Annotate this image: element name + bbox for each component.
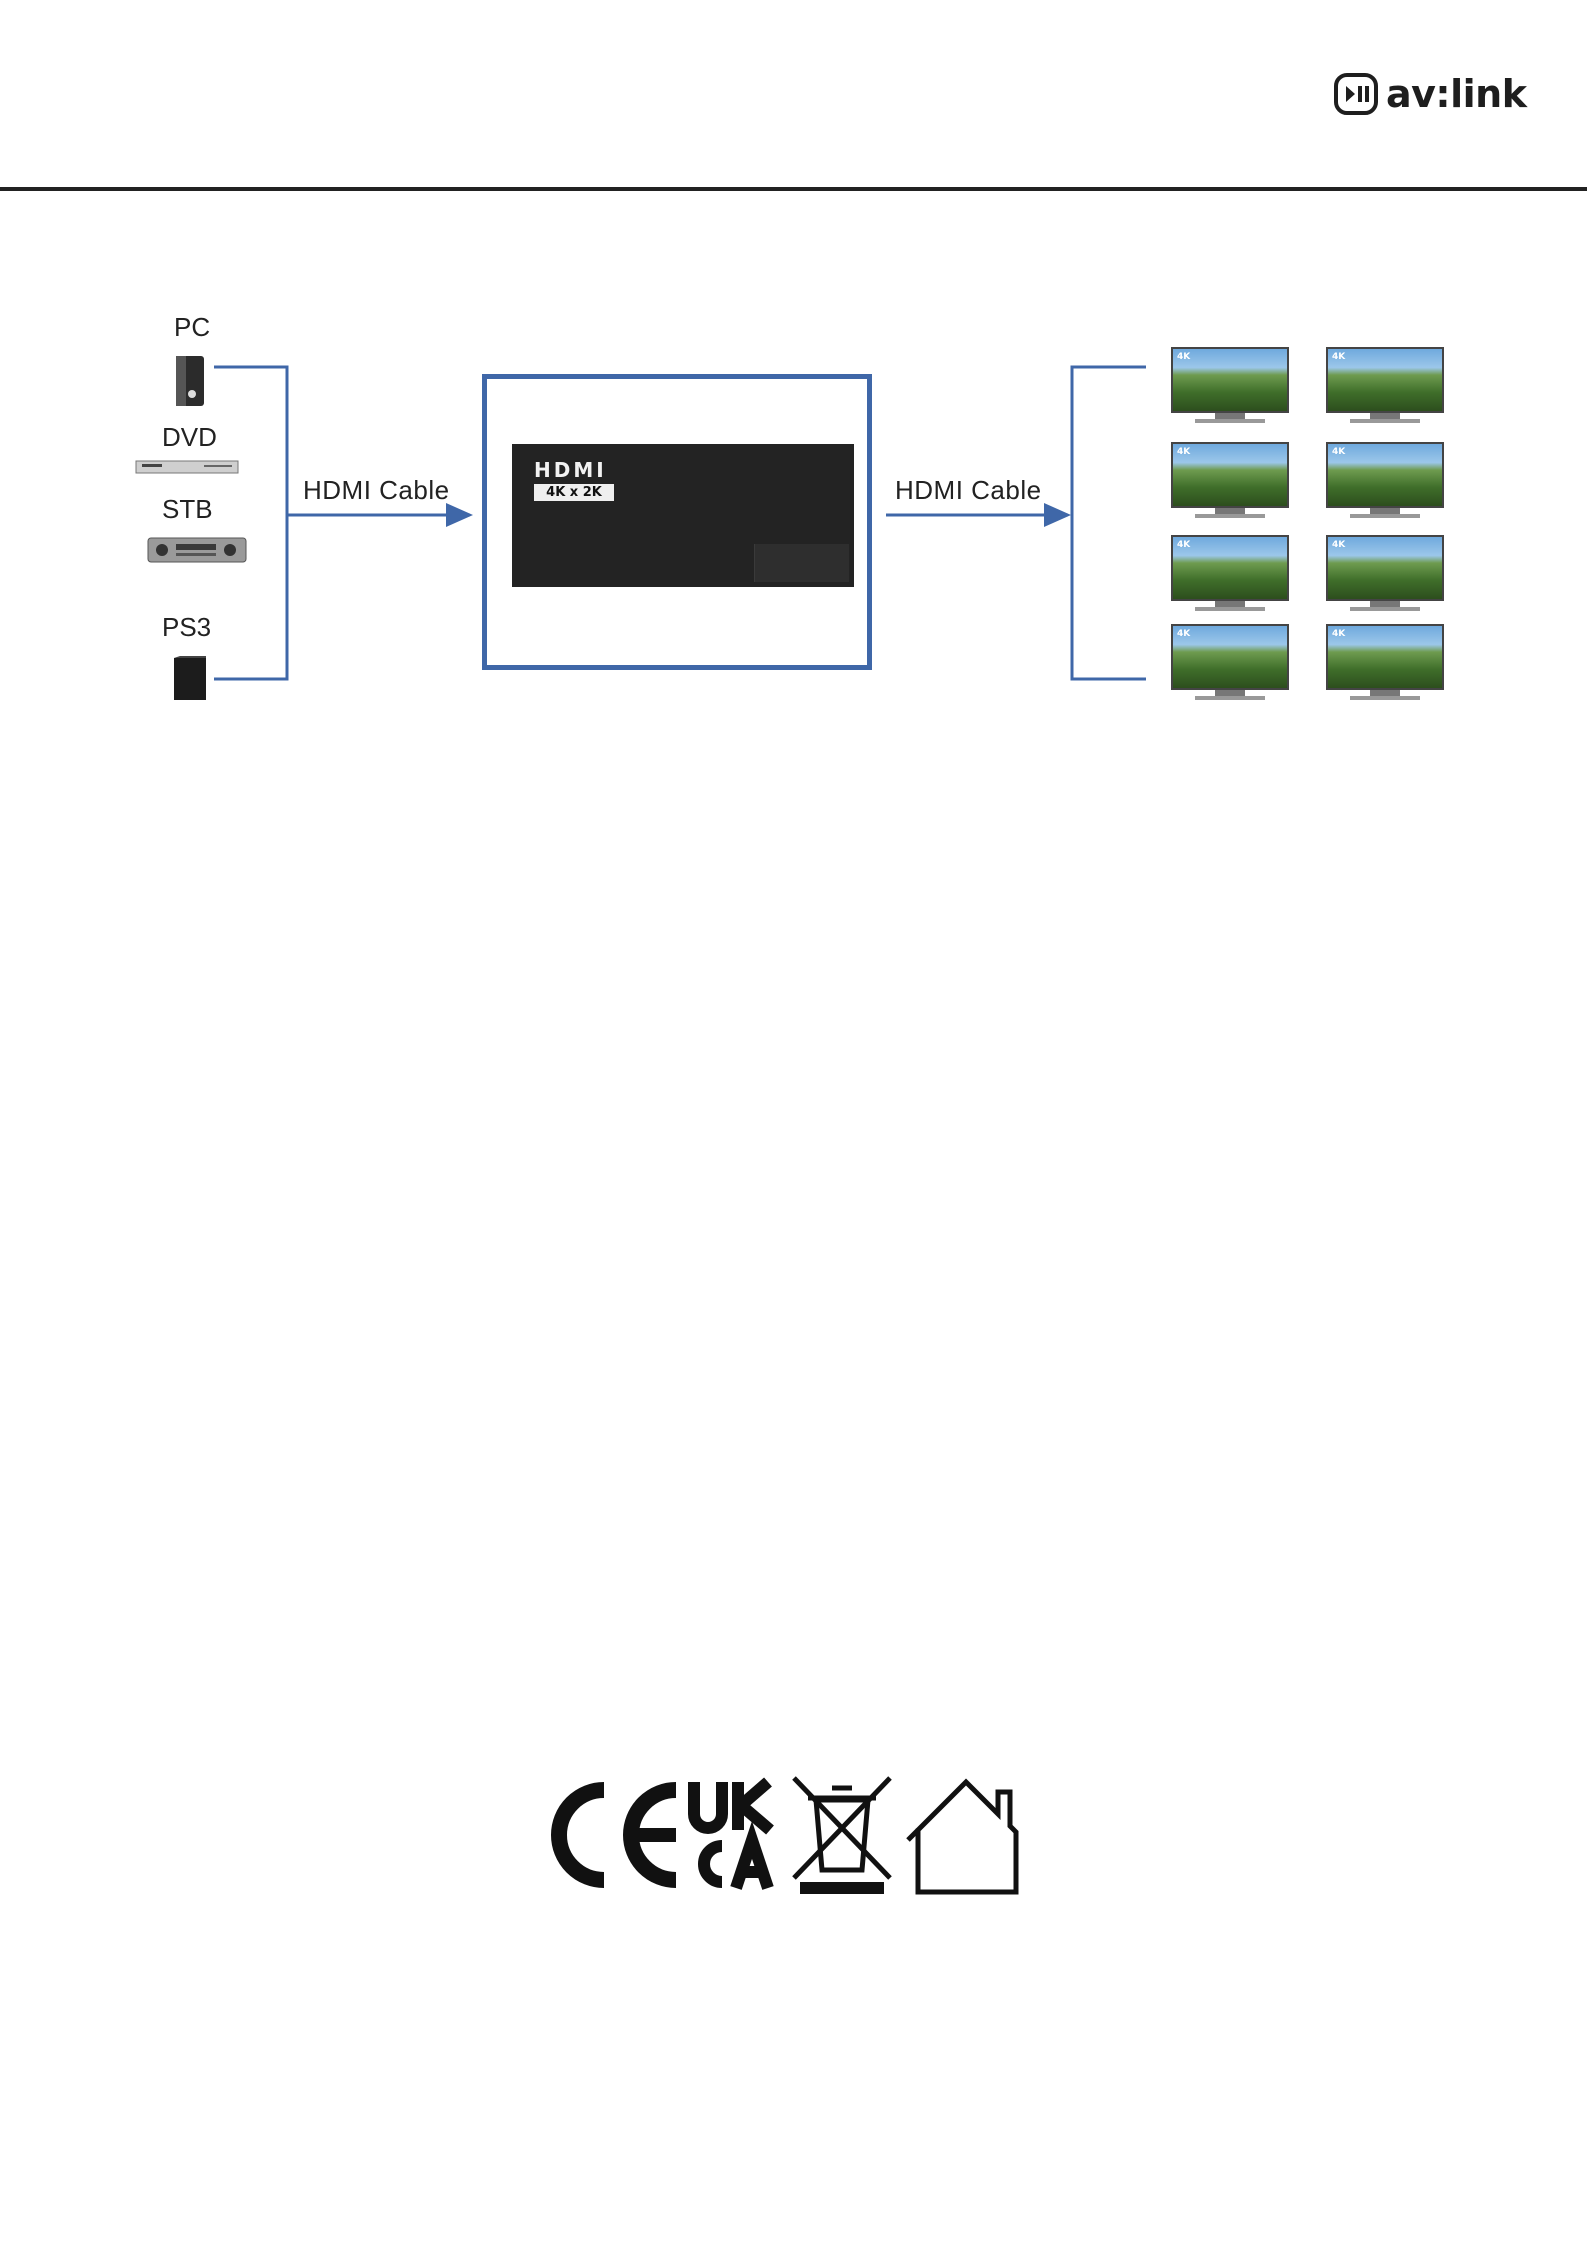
tv-badge: 4K [1177,629,1190,639]
input-cable-label: HDMI Cable [303,475,450,506]
input-bracket-line [214,367,287,679]
indoor-use-house-icon [908,1782,1016,1892]
tv-display-1: 4K [1171,347,1289,425]
tv-badge: 4K [1177,447,1190,457]
ce-mark-icon [559,1790,676,1880]
certification-marks [546,1774,1036,1896]
tv-badge: 4K [1332,540,1345,550]
tv-badge: 4K [1332,629,1345,639]
game-console-icon [170,654,210,704]
source-label-dvd: DVD [162,422,217,453]
hdmi-splitter-device: HDMI 4K x 2K [512,444,854,587]
set-top-box-icon [146,530,248,568]
tv-display-3: 4K [1171,442,1289,520]
tv-display-2: 4K [1326,347,1444,425]
source-label-pc: PC [174,312,210,343]
tv-badge: 4K [1177,540,1190,550]
ukca-mark-icon [694,1782,770,1888]
device-front-panel [754,544,849,582]
tv-display-7: 4K [1171,624,1289,702]
dvd-player-icon [134,456,240,478]
tv-badge: 4K [1177,352,1190,362]
source-label-stb: STB [162,494,213,525]
pc-tower-icon [172,354,208,408]
output-cable-label: HDMI Cable [895,475,1042,506]
output-bracket-line [1072,367,1146,679]
tv-display-5: 4K [1171,535,1289,613]
weee-crossed-bin-icon [794,1778,890,1894]
hdmi-logo-text: HDMI [534,458,607,482]
tv-badge: 4K [1332,447,1345,457]
source-label-ps3: PS3 [162,612,211,643]
tv-display-4: 4K [1326,442,1444,520]
resolution-badge: 4K x 2K [534,484,614,501]
tv-display-8: 4K [1326,624,1444,702]
tv-display-6: 4K [1326,535,1444,613]
tv-badge: 4K [1332,352,1345,362]
